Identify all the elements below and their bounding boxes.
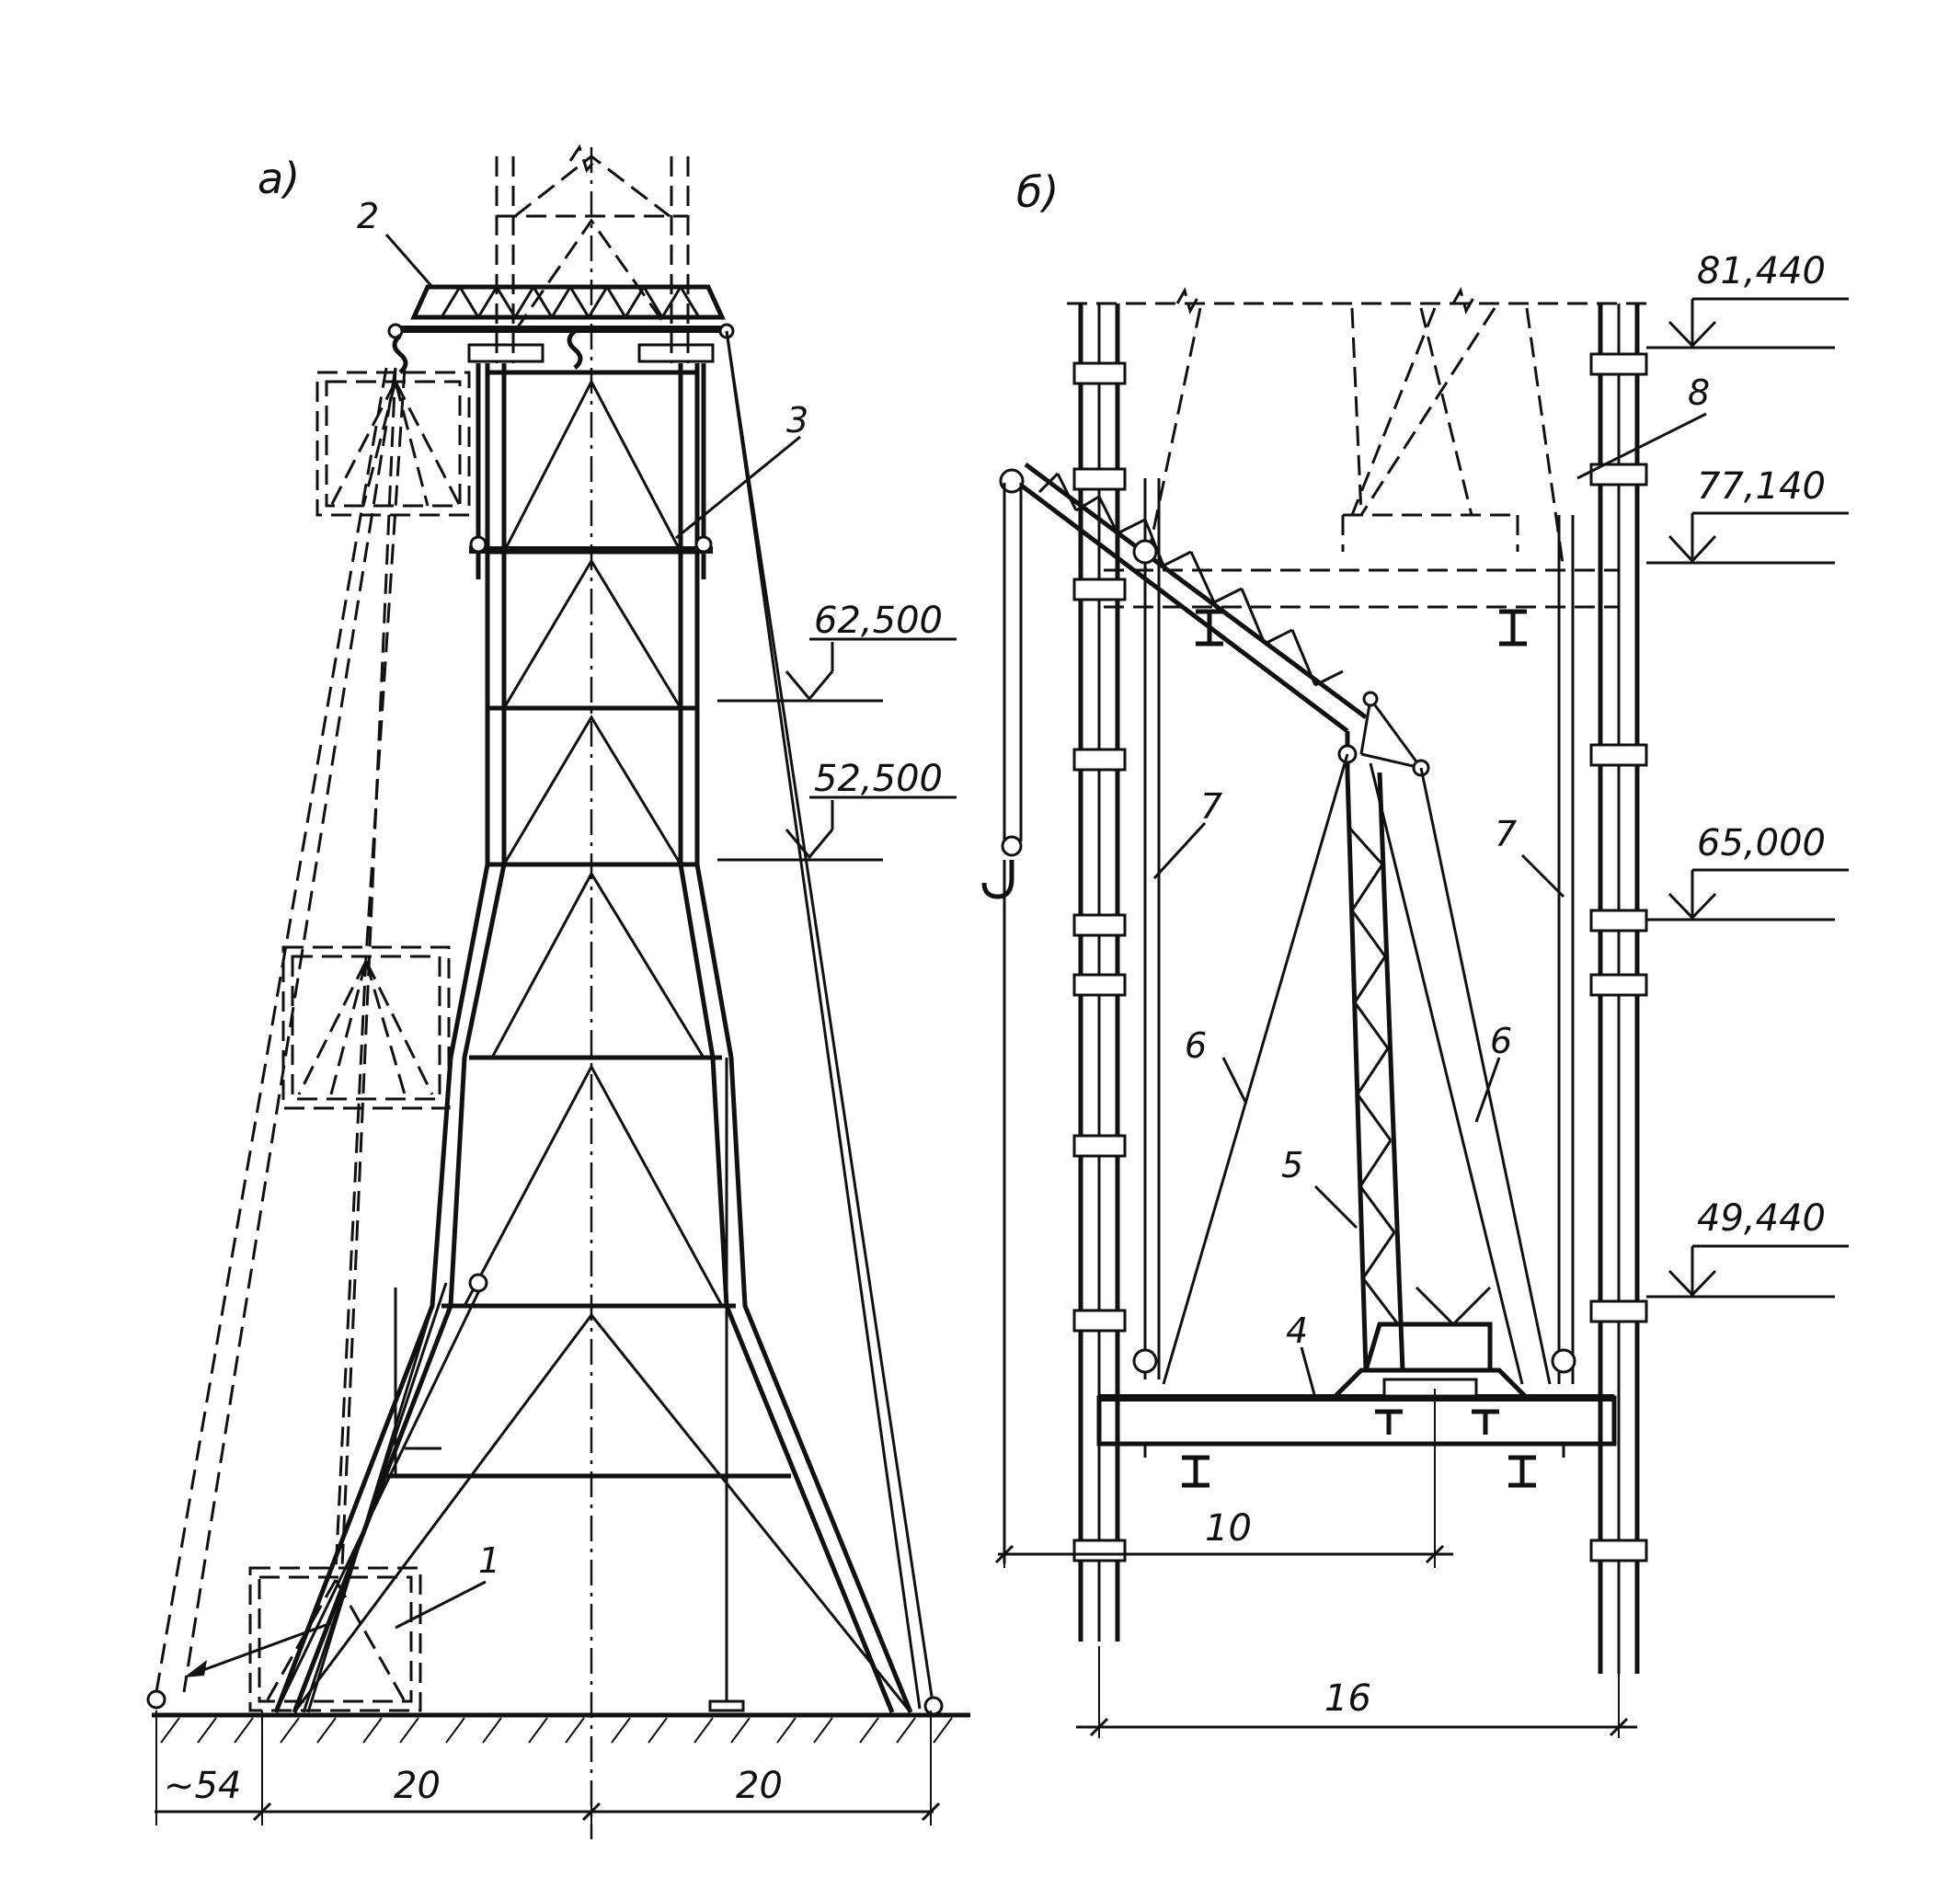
- callout-2: 2: [357, 196, 379, 236]
- panel-a: а): [146, 143, 970, 1839]
- elevation-77140: 77,140: [1646, 465, 1849, 565]
- elevation-81440: 81,440: [1646, 250, 1849, 349]
- top-gantry-truss: [387, 284, 735, 374]
- elevation-label: 52,500: [814, 758, 943, 800]
- i-beam-mark: [1196, 609, 1527, 646]
- mast-guys: [1162, 753, 1552, 1385]
- callout-7: 7: [1200, 786, 1222, 827]
- tower-lattice: [292, 378, 912, 1713]
- dimension-label: 20: [394, 1765, 441, 1807]
- dimension-line-b-16: 16: [1076, 1646, 1637, 1738]
- elevation-label: 62,500: [814, 600, 943, 642]
- elevation-label: 49,440: [1697, 1197, 1826, 1240]
- guy-lines: [146, 330, 944, 1716]
- dimension-label: 20: [736, 1765, 783, 1807]
- upper-module-dashed: [495, 143, 690, 363]
- callouts-a: 2 3 1: [357, 196, 808, 1630]
- callout-5: 5: [1281, 1145, 1303, 1185]
- tower-leg-left: [273, 363, 507, 1713]
- climbing-frame: [469, 363, 713, 579]
- hook-rope: [981, 483, 1023, 1563]
- hoist-ropes: [155, 367, 407, 1693]
- dimension-label: 16: [1324, 1677, 1371, 1720]
- panel-a-label: а): [258, 154, 300, 203]
- ground-line: [152, 1712, 970, 1744]
- dimension-line-b-10: 10: [994, 1389, 1453, 1568]
- elevation-label: 77,140: [1697, 465, 1826, 508]
- tower-horizontals: [386, 370, 791, 1479]
- dimension-label: ~54: [164, 1765, 241, 1807]
- panel-b-label: б): [1016, 167, 1059, 217]
- crane-mast: [1345, 772, 1493, 1371]
- crane-platform: [1096, 1348, 1617, 1488]
- upper-structure-dashed: [1067, 287, 1656, 609]
- inclined-boom: [274, 1273, 488, 1713]
- callout-6: 6: [1185, 1025, 1207, 1066]
- dimension-line-a: ~54 20 20: [155, 1711, 941, 1825]
- callout-7: 7: [1495, 814, 1517, 854]
- elevation-label: 65,000: [1697, 822, 1826, 864]
- hook-icon: [981, 860, 1014, 899]
- dimension-label: 10: [1205, 1507, 1252, 1550]
- callouts-b: 7 7 6 6 5 4 8: [1152, 372, 1710, 1399]
- callout-4: 4: [1286, 1310, 1308, 1351]
- elevation-62500: 62,500: [717, 600, 957, 703]
- callout-8: 8: [1688, 372, 1710, 413]
- crane-jib: [999, 462, 1430, 777]
- panel-b: б): [981, 167, 1849, 1738]
- shaft-column-right: [1557, 303, 1648, 1674]
- callout-6: 6: [1490, 1021, 1512, 1061]
- elevation-52500: 52,500: [717, 758, 957, 862]
- elevation-label: 81,440: [1697, 250, 1826, 292]
- pull-arrow: [184, 1621, 332, 1677]
- callout-3: 3: [786, 400, 808, 441]
- callout-1: 1: [478, 1540, 500, 1581]
- module-1: [248, 1566, 422, 1712]
- elevation-65000: 65,000: [1646, 822, 1849, 921]
- elevation-49440: 49,440: [1646, 1197, 1849, 1299]
- tower-leg-right: [678, 363, 913, 1713]
- hoisted-module-top: [315, 371, 471, 517]
